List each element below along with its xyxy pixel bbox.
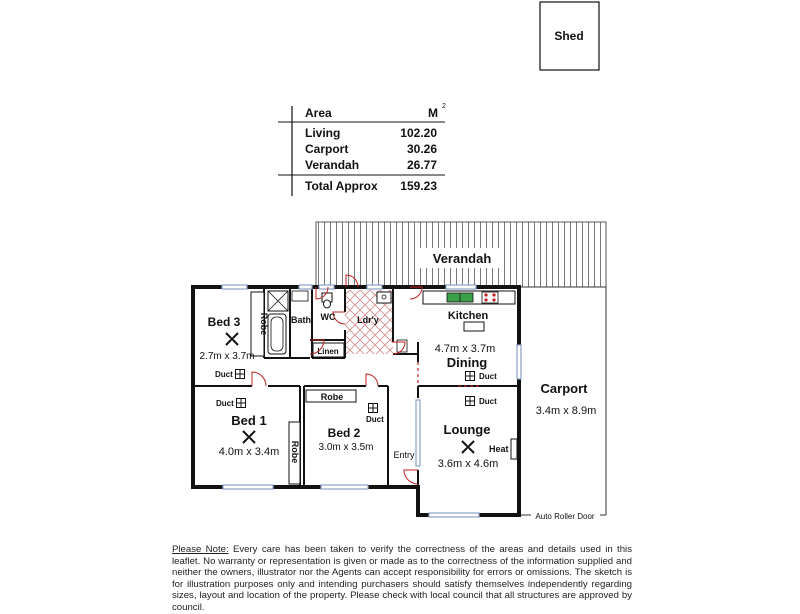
- duct-label: Duct: [216, 399, 234, 408]
- bath-label: Bath: [291, 315, 311, 325]
- bed2-label: Bed 2: [328, 426, 361, 440]
- laundry-trough: [376, 291, 392, 304]
- duct-label: Duct: [366, 415, 384, 424]
- duct-label: Duct: [215, 370, 233, 379]
- bed1-size: 4.0m x 3.4m: [219, 446, 280, 458]
- opening-dashes: [417, 362, 480, 387]
- verandah-label: Verandah: [433, 251, 492, 266]
- entry-label: Entry: [393, 450, 415, 460]
- area-row-verandah-value: 26.77: [407, 158, 437, 172]
- kitchen-label: Kitchen: [448, 310, 489, 322]
- area-table: Area M 2 Living 102.20 Carport 30.26 Ver…: [278, 103, 446, 196]
- area-header-unit-sup: 2: [442, 103, 446, 110]
- robe-bed3: [250, 291, 265, 357]
- bed3-size: 2.7m x 3.7m: [199, 351, 254, 362]
- ceiling-fan-icon: [242, 430, 256, 444]
- lounge-size: 3.6m x 4.6m: [438, 458, 499, 470]
- robe-bed2-label: Robe: [321, 392, 344, 402]
- floor-plan: Shed Area M 2 Living 102.20 Carport 30.2…: [191, 1, 607, 521]
- duct-label: Duct: [479, 372, 497, 381]
- area-row-living-value: 102.20: [400, 126, 437, 140]
- windows: [221, 284, 522, 518]
- duct-icon: [236, 398, 246, 408]
- disclaimer-note: Please Note: Every care has been taken t…: [172, 544, 632, 614]
- area-total-label: Total Approx: [305, 179, 378, 193]
- doors: [251, 274, 423, 485]
- duct-icon: [235, 369, 245, 379]
- area-total-value: 159.23: [400, 179, 437, 193]
- exterior-walls: [191, 285, 521, 517]
- lounge-label: Lounge: [444, 422, 491, 437]
- auto-roller-door-label: Auto Roller Door: [535, 512, 594, 521]
- linen-cupboard: [312, 342, 345, 358]
- linen-label: Linen: [317, 347, 338, 356]
- kitchen-cooktop: [481, 291, 499, 304]
- area-row-carport-label: Carport: [305, 142, 348, 156]
- robe-bed1: [288, 421, 301, 485]
- area-header-unit: M: [428, 106, 438, 120]
- bathtub: [267, 313, 287, 355]
- area-header-label: Area: [305, 106, 332, 120]
- duct-icon: [465, 371, 475, 381]
- area-row-carport-value: 30.26: [407, 142, 437, 156]
- laundry-label: Ldr'y: [357, 315, 379, 325]
- disclaimer-note-label: Please Note:: [172, 544, 229, 555]
- kitchen-island: [463, 321, 485, 332]
- heat-label: Heat: [489, 444, 509, 454]
- disclaimer-note-text: Every care has been taken to verify the …: [172, 544, 632, 613]
- bed1-label: Bed 1: [231, 413, 266, 428]
- area-row-living-label: Living: [305, 126, 340, 140]
- carport-area: [520, 286, 607, 516]
- area-row-verandah-label: Verandah: [305, 158, 359, 172]
- dining-label: Dining: [447, 355, 487, 370]
- duct-icon: [368, 403, 378, 413]
- carport-size: 3.4m x 8.9m: [536, 405, 597, 417]
- duct-icon: [465, 396, 475, 406]
- bed2-size: 3.0m x 3.5m: [318, 442, 373, 453]
- heater: [510, 438, 518, 460]
- shed-outline: [539, 1, 600, 71]
- kitchen-dining-size: 4.7m x 3.7m: [435, 343, 496, 355]
- carport-label: Carport: [541, 381, 589, 396]
- robe-bed1-label: Robe: [290, 441, 300, 464]
- shed-label: Shed: [554, 29, 583, 43]
- ceiling-fan-icon: [461, 440, 475, 454]
- bed3-label: Bed 3: [208, 315, 241, 329]
- wc-label: WC: [321, 312, 336, 322]
- robe-bed3-label: Robe: [259, 313, 269, 336]
- ceiling-fan-icon: [225, 332, 239, 346]
- duct-label: Duct: [479, 397, 497, 406]
- robe-bed2: [305, 389, 357, 403]
